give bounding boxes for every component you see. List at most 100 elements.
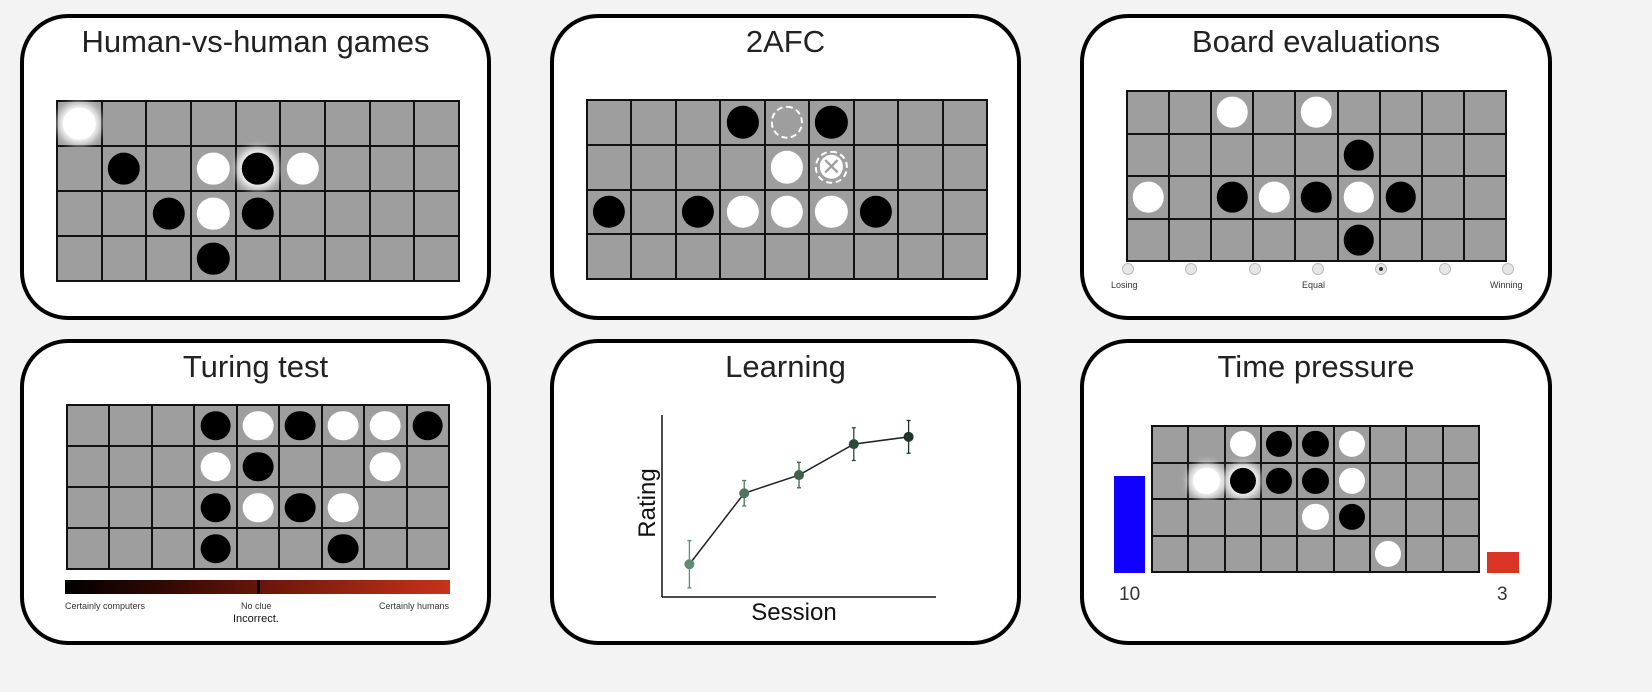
- board-cell[interactable]: [588, 145, 631, 189]
- board-cell[interactable]: [370, 237, 414, 280]
- board-cell[interactable]: [1128, 92, 1169, 133]
- game-board[interactable]: [56, 100, 460, 282]
- board-cell[interactable]: [1296, 177, 1337, 218]
- board-cell[interactable]: [765, 101, 809, 144]
- board-cell[interactable]: [1298, 500, 1333, 535]
- board-cell[interactable]: [326, 147, 369, 190]
- slider-thumb[interactable]: [256, 580, 260, 594]
- board-cell[interactable]: [147, 192, 190, 235]
- board-cell[interactable]: [415, 192, 458, 235]
- board-cell[interactable]: [1153, 500, 1188, 535]
- board-cell[interactable]: [195, 529, 236, 568]
- board-cell[interactable]: [810, 235, 853, 278]
- board-cell[interactable]: [1189, 536, 1224, 571]
- board-cell[interactable]: [943, 101, 986, 144]
- board-cell[interactable]: [1422, 177, 1463, 218]
- board-cell[interactable]: [326, 192, 369, 235]
- board-cell[interactable]: [236, 192, 280, 235]
- board-cell[interactable]: [195, 488, 236, 527]
- board-cell[interactable]: [192, 102, 235, 145]
- board-cell[interactable]: [281, 102, 324, 145]
- board-cell[interactable]: [1296, 92, 1337, 133]
- board-cell[interactable]: [1334, 536, 1369, 571]
- board-cell[interactable]: [1407, 463, 1442, 498]
- board-cell[interactable]: [1338, 219, 1379, 260]
- board-cell[interactable]: [147, 102, 190, 145]
- board-cell[interactable]: [1298, 427, 1333, 462]
- board-cell[interactable]: [1443, 500, 1478, 535]
- board-cell[interactable]: [236, 237, 280, 280]
- board-cell[interactable]: [102, 147, 146, 190]
- board-cell[interactable]: [280, 406, 321, 445]
- board-cell[interactable]: [1261, 500, 1297, 535]
- board-cell[interactable]: [58, 102, 101, 145]
- board-cell[interactable]: [58, 147, 101, 190]
- board-cell[interactable]: [765, 145, 809, 189]
- board-cell[interactable]: [1254, 134, 1295, 175]
- board-cell[interactable]: [102, 237, 146, 280]
- board-cell[interactable]: [236, 102, 280, 145]
- board-cell[interactable]: [854, 190, 898, 234]
- board-cell[interactable]: [1212, 177, 1253, 218]
- board-cell[interactable]: [765, 235, 809, 278]
- board-cell[interactable]: [1225, 463, 1260, 498]
- evaluation-radio[interactable]: [1312, 263, 1324, 275]
- board-cell[interactable]: [943, 145, 986, 189]
- board-cell[interactable]: [195, 406, 236, 445]
- board-cell[interactable]: [68, 529, 109, 568]
- board-cell[interactable]: [899, 101, 942, 144]
- board-cell[interactable]: [1254, 219, 1295, 260]
- candidate-move-marker[interactable]: [770, 106, 804, 139]
- board-cell[interactable]: [110, 488, 151, 527]
- board-cell[interactable]: [1254, 92, 1295, 133]
- board-cell[interactable]: [1170, 177, 1211, 218]
- board-cell[interactable]: [1338, 92, 1379, 133]
- board-cell[interactable]: [1380, 219, 1421, 260]
- board-cell[interactable]: [632, 101, 675, 144]
- board-cell[interactable]: [676, 145, 720, 189]
- board-cell[interactable]: [1212, 134, 1253, 175]
- board-cell[interactable]: [1296, 219, 1337, 260]
- board-cell[interactable]: [281, 192, 324, 235]
- board-cell[interactable]: [68, 447, 109, 486]
- game-board[interactable]: [1126, 90, 1507, 262]
- evaluation-radio[interactable]: [1122, 263, 1134, 275]
- board-cell[interactable]: [1407, 536, 1442, 571]
- board-cell[interactable]: [632, 235, 675, 278]
- board-cell[interactable]: [1261, 463, 1297, 498]
- board-cell[interactable]: [1464, 219, 1505, 260]
- board-cell[interactable]: [326, 102, 369, 145]
- board-cell[interactable]: [676, 235, 720, 278]
- board-cell[interactable]: [415, 237, 458, 280]
- board-cell[interactable]: [370, 192, 414, 235]
- board-cell[interactable]: [1170, 219, 1211, 260]
- board-cell[interactable]: [810, 101, 853, 144]
- board-cell[interactable]: [237, 529, 279, 568]
- board-cell[interactable]: [110, 447, 151, 486]
- board-cell[interactable]: [810, 190, 853, 234]
- board-cell[interactable]: [195, 447, 236, 486]
- board-cell[interactable]: [281, 237, 324, 280]
- board-cell[interactable]: [407, 406, 448, 445]
- board-cell[interactable]: [1261, 536, 1297, 571]
- board-cell[interactable]: [1254, 177, 1295, 218]
- board-cell[interactable]: [1225, 536, 1260, 571]
- board-cell[interactable]: [1189, 500, 1224, 535]
- board-cell[interactable]: [102, 192, 146, 235]
- board-cell[interactable]: [588, 190, 631, 234]
- board-cell[interactable]: [1225, 500, 1260, 535]
- game-board[interactable]: [1151, 425, 1480, 573]
- board-cell[interactable]: [280, 488, 321, 527]
- board-cell[interactable]: [721, 190, 764, 234]
- board-cell[interactable]: [58, 237, 101, 280]
- board-cell[interactable]: [1443, 536, 1478, 571]
- board-cell[interactable]: [1370, 500, 1406, 535]
- evaluation-radio[interactable]: [1375, 263, 1388, 275]
- board-cell[interactable]: [1380, 92, 1421, 133]
- board-cell[interactable]: [1128, 219, 1169, 260]
- board-cell[interactable]: [326, 237, 369, 280]
- board-cell[interactable]: [1189, 427, 1224, 462]
- board-cell[interactable]: [1296, 134, 1337, 175]
- board-cell[interactable]: [365, 406, 406, 445]
- board-cell[interactable]: [322, 406, 364, 445]
